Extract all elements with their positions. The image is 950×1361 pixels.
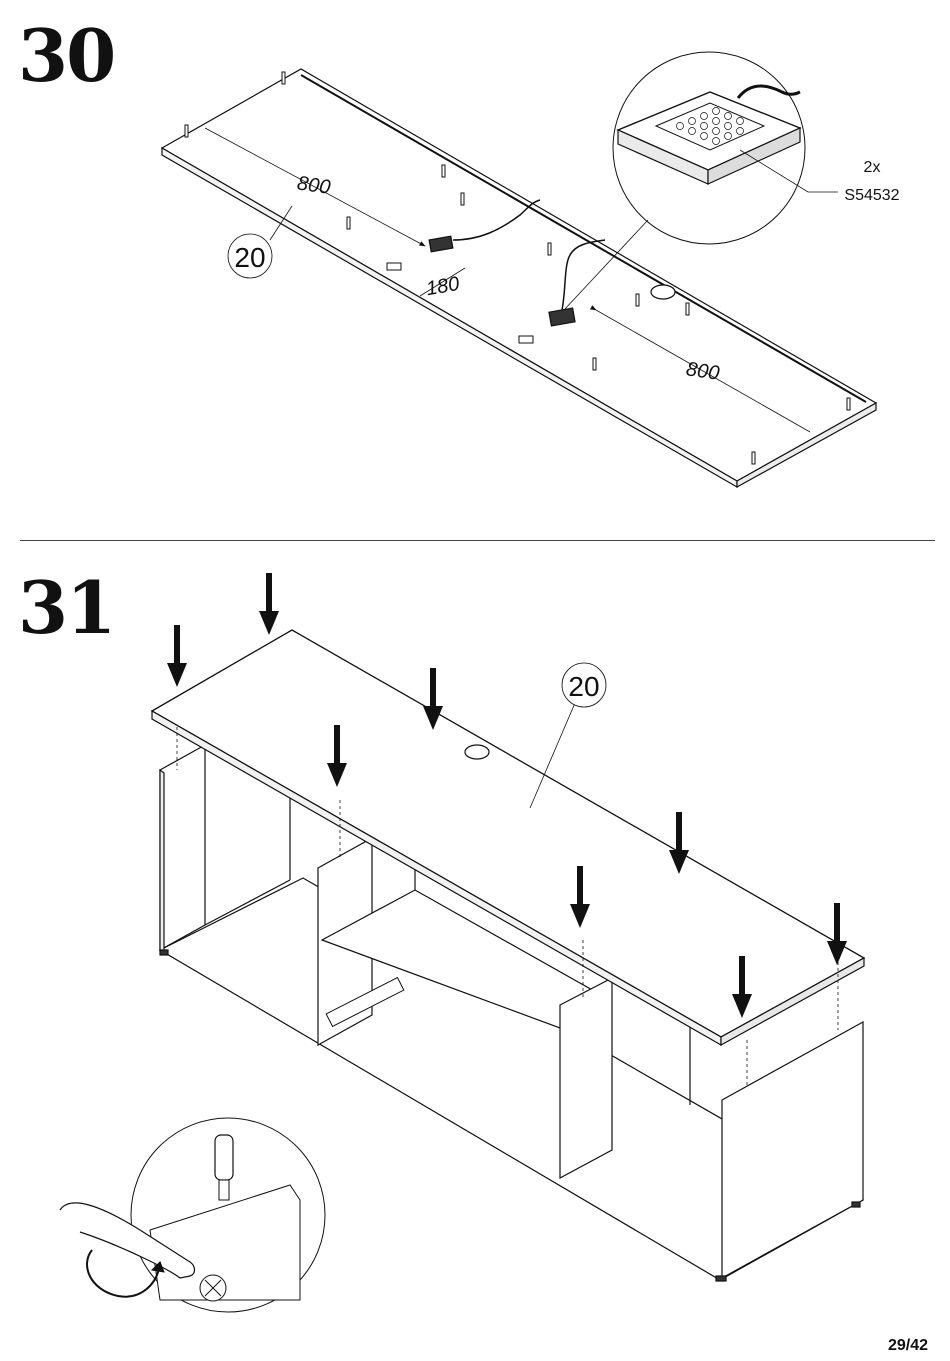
screw-detail-callout <box>60 1118 325 1312</box>
step30-part-label: 20 <box>228 234 272 278</box>
svg-text:20: 20 <box>568 671 599 702</box>
svg-text:2x: 2x <box>864 159 881 176</box>
step30-dimension-right: 800 <box>685 358 721 384</box>
svg-text:800: 800 <box>296 172 332 198</box>
page-number: 29/42 <box>888 1337 928 1355</box>
step30-panel-illustration <box>162 52 876 487</box>
step30-dimension-left: 800 <box>296 172 332 198</box>
hardware-callout: 2x S54532 <box>844 159 899 204</box>
step31-part-label: 20 <box>562 663 606 707</box>
svg-text:800: 800 <box>685 358 721 384</box>
svg-text:S54532: S54532 <box>844 187 899 204</box>
svg-text:20: 20 <box>234 242 265 273</box>
